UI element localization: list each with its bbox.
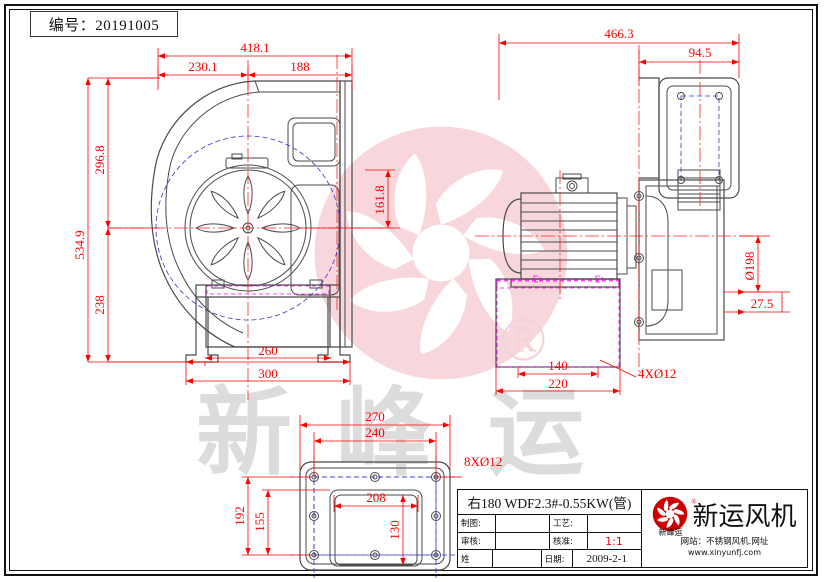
- brand-name: 新运风机: [692, 501, 797, 532]
- label-approval: 核准:: [550, 532, 588, 550]
- dim-230: 230.1: [188, 59, 217, 74]
- brand-row: 新峰运 ® 新运风机: [652, 492, 797, 537]
- label-draftsman: 制图:: [458, 515, 496, 532]
- label-process: 工艺:: [550, 515, 588, 532]
- dim-4x12: 4XØ12: [638, 366, 676, 381]
- title-row-draft: 制图: 工艺:: [458, 515, 641, 533]
- label-name: 姓: [458, 550, 493, 568]
- value-draftsman[interactable]: [496, 515, 550, 532]
- label-date: 日期:: [542, 550, 573, 568]
- title-block-left: 右180 WDF2.3#-0.55KW(管) 制图: 工艺: 审核: 核准: 1…: [458, 490, 642, 568]
- dim-94: 94.5: [689, 45, 712, 60]
- sheet-border-outer: [4, 4, 818, 576]
- side-view-geometry: [475, 45, 760, 375]
- company-logo: 新峰运 ®: [652, 496, 696, 537]
- dim-275: 27.5: [751, 296, 774, 311]
- title-block-brand: 新峰运 ® 新运风机 网站：不锈钢风机.网址 www.xinyunfj.com: [642, 490, 807, 567]
- side-view-dimensions: 466.3 94.5 Ø198 27.5 140: [495, 26, 790, 395]
- title-block-rows: 制图: 工艺: 审核: 核准: 1:1 姓 日期: 2009-2-1: [458, 515, 641, 568]
- dim-155: 155: [252, 512, 267, 532]
- drawing-number-box: 编号：20191005: [30, 11, 178, 37]
- part-title: 右180 WDF2.3#-0.55KW(管): [458, 490, 641, 515]
- fan-logo-icon: [653, 496, 688, 532]
- dim-418: 418.1: [240, 40, 269, 55]
- impeller-blades: [195, 175, 301, 281]
- dim-240: 240: [365, 425, 385, 440]
- value-process[interactable]: [588, 515, 640, 532]
- dim-192: 192: [232, 506, 247, 526]
- dim-130: 130: [387, 520, 402, 540]
- dim-220: 220: [548, 376, 568, 391]
- dim-466: 466.3: [604, 26, 633, 41]
- value-name[interactable]: [493, 550, 542, 568]
- value-scale[interactable]: 1:1: [605, 534, 623, 548]
- bottom-view-dimensions: 270 240 8XØ12 208 130 192 155: [232, 409, 502, 565]
- dim-140: 140: [548, 358, 568, 373]
- dim-161: 161.8: [372, 185, 387, 214]
- website-lines: 网站：不锈钢风机.网址 www.xinyunfj.com: [681, 537, 769, 558]
- title-block: 右180 WDF2.3#-0.55KW(管) 制图: 工艺: 审核: 核准: 1…: [457, 489, 808, 568]
- label-reviewer: 审核:: [458, 532, 496, 550]
- value-date[interactable]: 2009-2-1: [586, 552, 627, 565]
- dim-260: 260: [258, 343, 278, 358]
- title-row-name-date: 姓 日期: 2009-2-1: [458, 550, 641, 568]
- dim-300: 300: [258, 366, 278, 381]
- dim-198: Ø198: [742, 252, 757, 281]
- front-view-geometry: [108, 55, 400, 400]
- website-line-1: 网站：不锈钢风机.网址: [680, 537, 769, 547]
- dim-8x12: 8XØ12: [464, 454, 502, 469]
- dim-238: 238: [92, 295, 107, 315]
- front-view-dimensions: 418.1 230.1 188 534.9 296.8 238: [72, 40, 395, 385]
- brand-subtext: 新峰运: [658, 528, 683, 537]
- dim-188: 188: [290, 59, 310, 74]
- dim-208: 208: [366, 490, 386, 505]
- dim-534: 534.9: [72, 230, 87, 259]
- value-reviewer[interactable]: [496, 532, 550, 550]
- title-row-review: 审核: 核准: 1:1: [458, 532, 641, 551]
- dim-296: 296.8: [92, 145, 107, 174]
- bottom-view-geometry: [290, 456, 460, 578]
- dim-270: 270: [365, 409, 385, 424]
- registered-mark: ®: [691, 498, 697, 506]
- website-line-2: www.xinyunfj.com: [687, 547, 761, 557]
